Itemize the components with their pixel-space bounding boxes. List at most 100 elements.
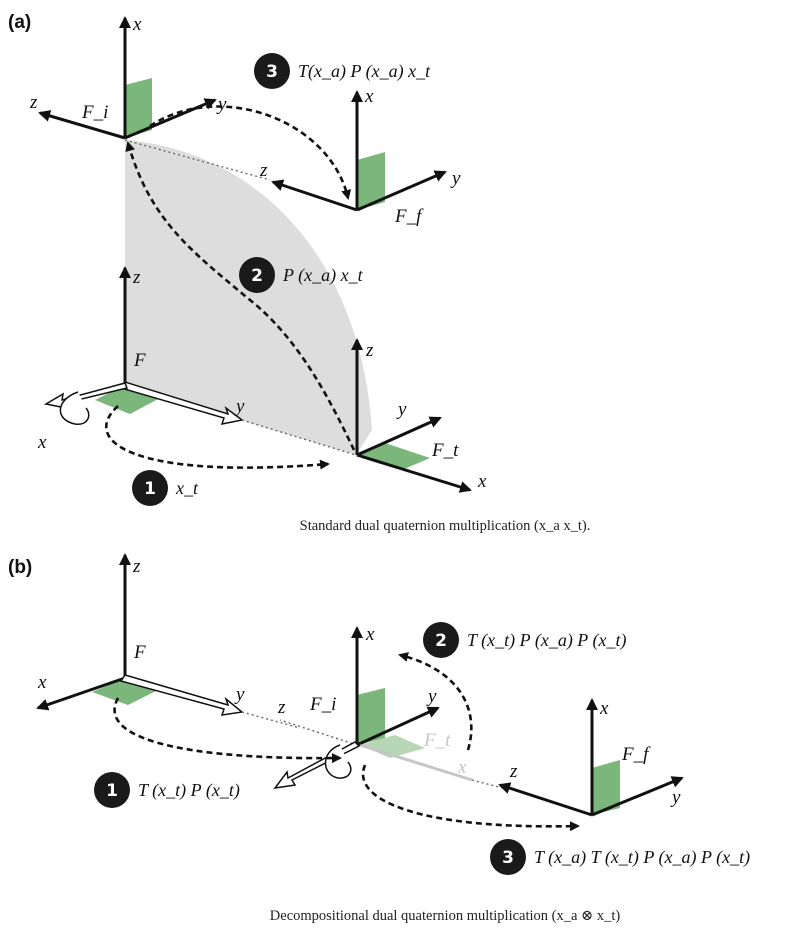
panel-a-label: (a) bbox=[8, 12, 31, 33]
final-frame-label: F_f bbox=[394, 206, 424, 227]
translated-x-axis bbox=[359, 743, 473, 782]
dashed-arrow-icon bbox=[398, 652, 473, 751]
initial-z-label: z bbox=[29, 92, 38, 113]
base-y-axis bbox=[119, 674, 244, 716]
translated-x-label: x bbox=[477, 471, 487, 492]
panel-a-caption: Standard dual quaternion multiplication … bbox=[300, 518, 591, 534]
step-formula: T (x_t) P (x_a) P (x_t) bbox=[467, 630, 626, 651]
base-frame-label: F bbox=[133, 642, 146, 663]
final-frame-a: x y z F_f bbox=[259, 86, 461, 227]
step-badge-b1: 1 T (x_t) P (x_t) bbox=[94, 772, 240, 808]
step-badge-b3: 3 T (x_a) T (x_t) P (x_a) P (x_t) bbox=[490, 839, 750, 875]
final-x-label: x bbox=[599, 698, 609, 719]
translated-frame-patch bbox=[357, 443, 430, 470]
final-y-axis bbox=[356, 170, 447, 212]
dashed-arrow-icon bbox=[113, 697, 342, 764]
initial-dotted-link bbox=[124, 139, 271, 181]
badge-circle bbox=[490, 839, 526, 875]
step-formula: T (x_a) T (x_t) P (x_a) P (x_t) bbox=[534, 847, 750, 868]
step-formula: P (x_a) x_t bbox=[282, 265, 364, 286]
final-z-label: z bbox=[509, 761, 518, 782]
panel-b: (b) z x y F x y z F_i bbox=[8, 553, 750, 924]
base-y-axis bbox=[119, 381, 244, 425]
dashed-arrow-icon bbox=[125, 141, 356, 451]
base-x-label: x bbox=[37, 432, 47, 453]
step-formula: x_t bbox=[175, 478, 199, 498]
dashed-arrow-icon bbox=[105, 405, 330, 470]
base-y-extension bbox=[241, 711, 301, 729]
base-frame-a: z y x F bbox=[37, 266, 357, 456]
initial-frame-patch bbox=[357, 688, 385, 745]
initial-y-label: y bbox=[426, 686, 437, 707]
badge-circle bbox=[239, 257, 275, 293]
panel-a: (a) z y x F x y z F_i bbox=[8, 12, 590, 534]
final-x-label: x bbox=[364, 86, 374, 107]
step-number: 3 bbox=[266, 62, 278, 82]
translated-frame-patch bbox=[360, 735, 425, 758]
dashed-arrow-icon bbox=[361, 764, 580, 832]
translated-y-label: y bbox=[396, 399, 407, 420]
initial-frame-a: x y z F_i bbox=[29, 14, 271, 181]
base-frame-b: z x y F bbox=[36, 553, 301, 729]
final-frame-patch bbox=[357, 152, 385, 210]
step-number: 2 bbox=[251, 266, 263, 286]
step-badge-a2: 2 P (x_a) x_t bbox=[239, 257, 364, 293]
final-frame-b: x y z F_f bbox=[498, 698, 684, 817]
panel-b-caption: Decompositional dual quaternion multipli… bbox=[270, 908, 621, 924]
final-frame-label: F_f bbox=[621, 744, 651, 765]
step-number: 1 bbox=[144, 479, 156, 499]
base-y-label: y bbox=[234, 396, 245, 417]
step-number: 3 bbox=[502, 848, 514, 868]
initial-z-axis bbox=[279, 719, 358, 746]
step-badge-a1: 1 x_t bbox=[132, 470, 199, 506]
badge-circle bbox=[423, 622, 459, 658]
initial-y-axis bbox=[124, 98, 217, 140]
step-formula: T (x_t) P (x_t) bbox=[138, 780, 240, 801]
initial-frame-b: x y z F_i bbox=[273, 624, 440, 790]
step-badge-b2: 2 T (x_t) P (x_a) P (x_t) bbox=[423, 622, 626, 658]
dashed-arrow-icon bbox=[149, 105, 352, 200]
initial-x-label: x bbox=[132, 14, 142, 35]
final-frame-patch bbox=[592, 760, 620, 815]
rotation-arrow-icon bbox=[59, 391, 90, 425]
translated-x-axis bbox=[356, 453, 472, 493]
final-y-axis bbox=[591, 776, 684, 817]
initial-z-label: z bbox=[277, 697, 286, 718]
translated-frame-label: F_t bbox=[431, 440, 459, 461]
base-z-label: z bbox=[132, 556, 141, 577]
base-x-label: x bbox=[37, 672, 47, 693]
initial-frame-label: F_i bbox=[81, 102, 108, 123]
translated-x-label: x bbox=[457, 757, 467, 778]
translated-frame-a: z y x F_t bbox=[351, 338, 487, 493]
final-z-axis bbox=[271, 179, 358, 212]
badge-circle bbox=[94, 772, 130, 808]
base-frame-label: F bbox=[133, 350, 146, 371]
base-y-label: y bbox=[234, 684, 245, 705]
translated-x-extension bbox=[471, 779, 511, 791]
initial-frame-label: F_i bbox=[309, 694, 336, 715]
step-number: 1 bbox=[106, 781, 118, 801]
translated-frame-b: x F_t bbox=[359, 730, 473, 782]
translated-y-axis bbox=[356, 416, 442, 457]
badge-circle bbox=[132, 470, 168, 506]
final-y-label: y bbox=[670, 787, 681, 808]
translated-frame-label: F_t bbox=[423, 730, 451, 751]
translated-z-label: z bbox=[365, 340, 374, 361]
panel-b-label: (b) bbox=[8, 557, 32, 578]
rotation-surface bbox=[125, 140, 372, 455]
initial-frame-patch bbox=[125, 78, 152, 138]
final-z-label: z bbox=[259, 160, 268, 181]
badge-circle bbox=[254, 53, 290, 89]
base-x-axis bbox=[36, 676, 126, 711]
step-formula: T(x_a) P (x_a) x_t bbox=[298, 61, 431, 82]
final-y-label: y bbox=[450, 168, 461, 189]
final-z-axis bbox=[498, 782, 593, 817]
initial-y-label: y bbox=[216, 94, 227, 115]
step-number: 2 bbox=[435, 631, 447, 651]
base-z-label: z bbox=[132, 267, 141, 288]
step-badge-a3: 3 T(x_a) P (x_a) x_t bbox=[254, 53, 431, 89]
initial-y-axis bbox=[356, 706, 440, 747]
initial-x-label: x bbox=[365, 624, 375, 645]
initial-z-axis bbox=[38, 110, 126, 140]
